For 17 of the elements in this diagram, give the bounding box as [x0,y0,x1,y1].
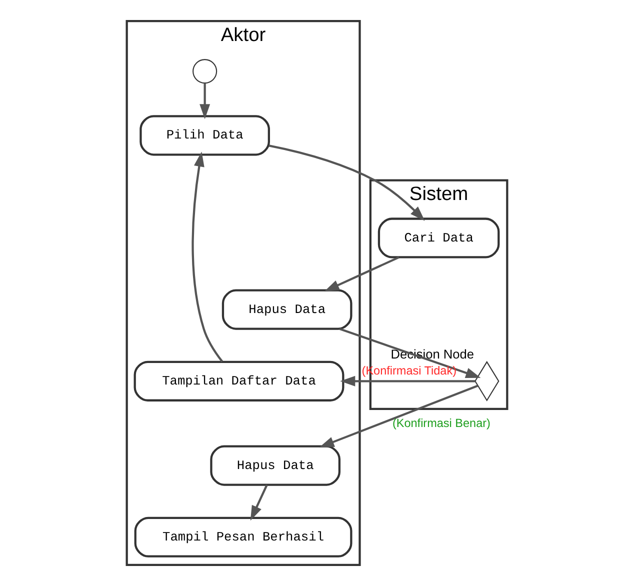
arrow [192,152,224,362]
node-box: Cari Data [378,218,500,258]
arrow [200,83,210,120]
node-circle [192,59,218,84]
node-box: Pilih Data [140,115,270,156]
node-box: Hapus Data [222,289,352,330]
arrow [319,384,478,448]
arrow [324,256,400,292]
arrow [339,328,481,378]
arrow [268,144,425,221]
edge-label: (Konfirmasi Benar) [392,416,490,430]
node-box: Tampilan Daftar Data [134,360,344,402]
node-diamond [474,360,500,402]
arrow [250,484,268,521]
node-box: Hapus Data [210,445,340,486]
node-box: Tampil Pesan Berhasil [134,516,352,558]
arrow [340,376,476,386]
